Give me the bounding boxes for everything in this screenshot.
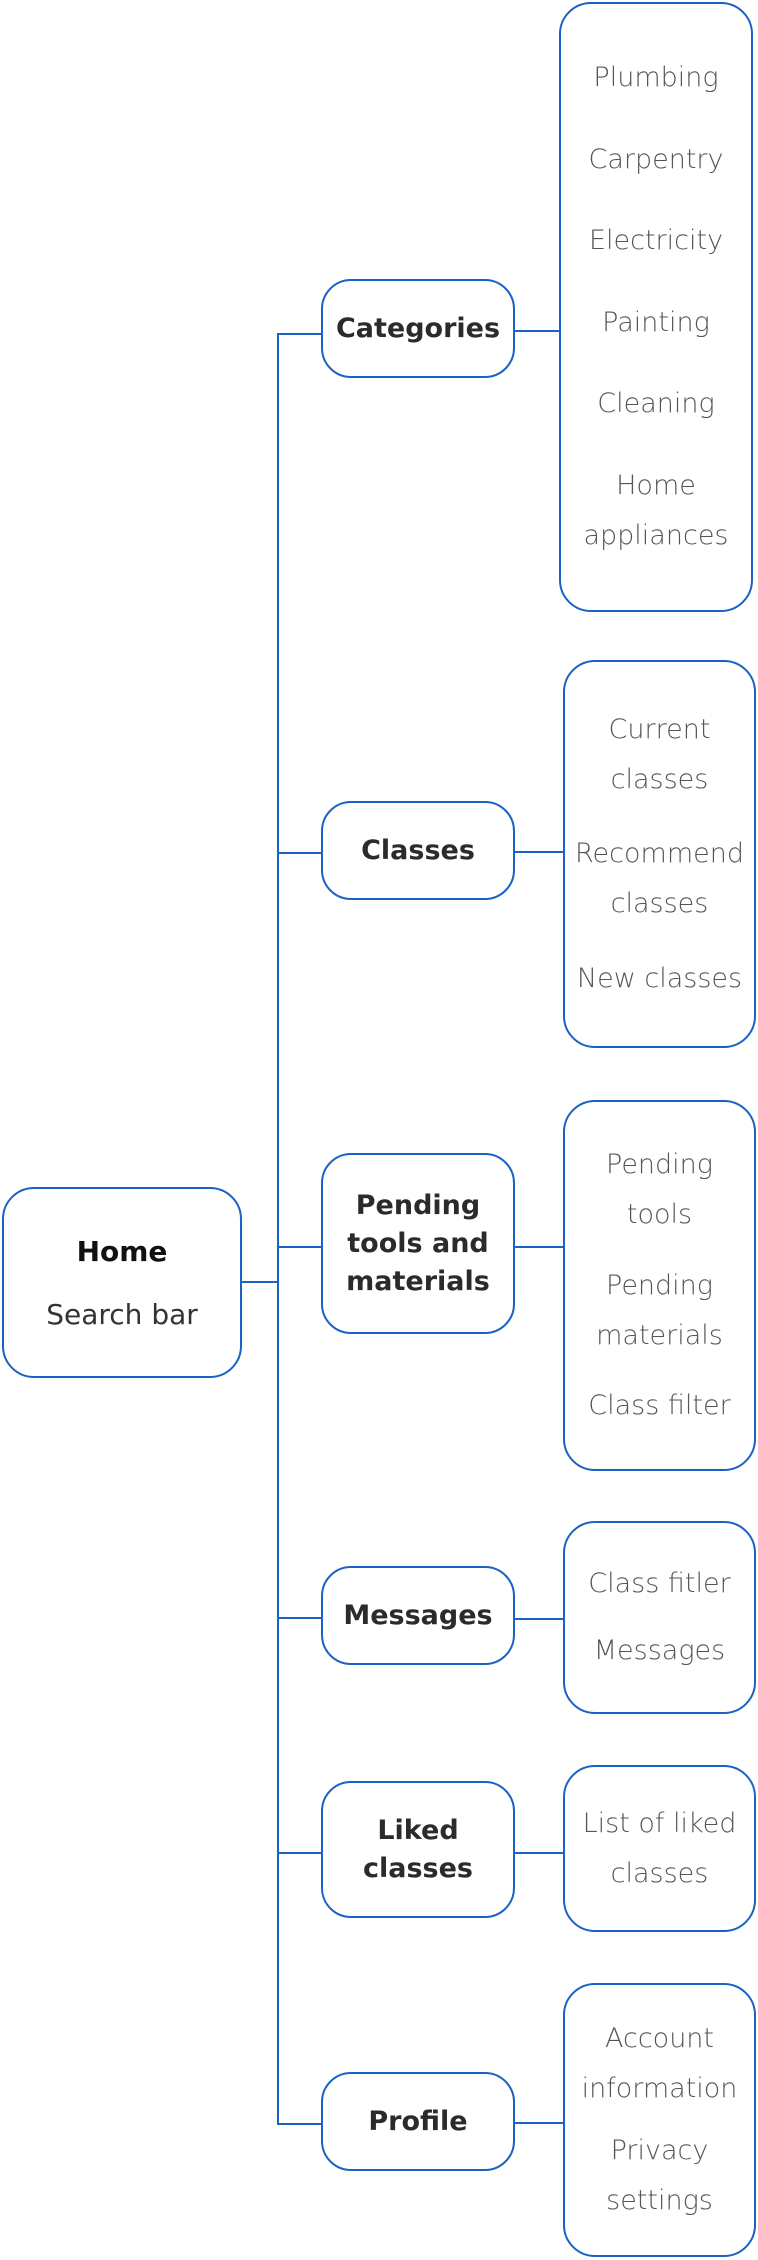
branch-connector-messages <box>277 1617 322 1619</box>
branch-connector-pending <box>277 1246 322 1248</box>
category-label: Liked classes <box>362 1814 473 1884</box>
search-bar-label: Search bar <box>46 1297 198 1331</box>
category-node-liked[interactable]: Liked classes <box>321 1781 515 1918</box>
home-connector <box>241 1281 279 1283</box>
list-item: Messages <box>593 1635 726 1667</box>
list-item: Privacy settings <box>606 2134 713 2216</box>
category-node-profile[interactable]: Profile <box>321 2072 515 2171</box>
home-node[interactable]: Home Search bar <box>2 1187 242 1378</box>
list-item: Recommend classes <box>575 838 744 919</box>
list-connector-liked <box>514 1852 564 1854</box>
list-node-classes: Current classes Recommend classes New cl… <box>563 660 756 1048</box>
list-item: New classes <box>576 962 743 994</box>
list-node-categories: Plumbing Carpentry Electricity Painting … <box>559 2 753 612</box>
category-label: Messages <box>343 1599 493 1631</box>
list-item: Account information <box>581 2023 738 2105</box>
list-item: Pending tools <box>606 1149 713 1231</box>
branch-connector-liked <box>277 1852 322 1854</box>
list-item: List of liked classes <box>582 1807 737 1889</box>
home-title: Home <box>76 1234 168 1268</box>
list-connector-profile <box>514 2122 564 2124</box>
branch-connector-classes <box>277 852 322 854</box>
list-node-liked: List of liked classes <box>563 1765 756 1932</box>
list-connector-pending <box>514 1246 564 1248</box>
list-item: Painting <box>602 306 710 338</box>
category-node-classes[interactable]: Classes <box>321 801 515 900</box>
list-item: Class fitler <box>588 1567 731 1599</box>
list-item: Pending materials <box>596 1269 723 1351</box>
branch-connector-categories <box>277 333 322 335</box>
list-item: Home appliances <box>583 469 729 551</box>
category-node-messages[interactable]: Messages <box>321 1566 515 1665</box>
category-node-categories[interactable]: Categories <box>321 279 515 378</box>
list-connector-messages <box>514 1618 564 1620</box>
list-node-pending: Pending tools Pending materials Class fi… <box>563 1100 756 1471</box>
list-item: Current classes <box>608 713 711 795</box>
category-label: Categories <box>335 312 501 344</box>
list-node-messages: Class fitler Messages <box>563 1521 756 1714</box>
list-item: Plumbing <box>593 62 719 94</box>
category-label: Pending tools and materials <box>346 1189 490 1297</box>
list-item: Electricity <box>588 225 724 257</box>
list-connector-classes <box>514 851 564 853</box>
branch-connector-profile <box>277 2123 322 2125</box>
list-node-profile: Account information Privacy settings <box>563 1983 756 2257</box>
list-item: Cleaning <box>597 388 715 420</box>
category-label: Classes <box>361 834 475 866</box>
list-item: Class filter <box>588 1389 731 1421</box>
list-item: Carpentry <box>588 143 724 175</box>
category-label: Profile <box>368 2105 468 2137</box>
list-connector-categories <box>514 330 560 332</box>
category-node-pending[interactable]: Pending tools and materials <box>321 1153 515 1334</box>
trunk-line <box>277 333 279 2125</box>
